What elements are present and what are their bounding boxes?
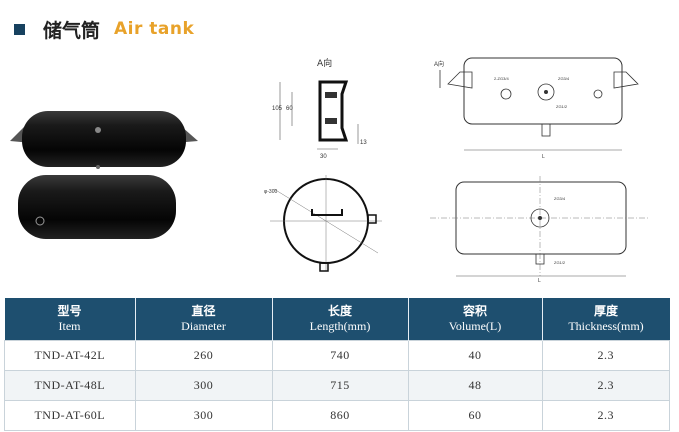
a-view-drawing: A向 105 60 30 13 <box>272 57 367 160</box>
side-view-drawing: A向 2-ZG3/4 ZG3/4 ZG1/2 L <box>434 57 639 160</box>
cell-volume: 48 <box>407 370 543 401</box>
cell-diameter: 300 <box>134 370 273 401</box>
arrow-label: A向 <box>434 60 444 68</box>
cell-thickness: 2.3 <box>541 370 670 401</box>
top-view-drawing: ZG3/4 ZG1/2 L <box>430 176 650 284</box>
a-view-label: A向 <box>317 57 332 69</box>
cell-length: 740 <box>271 340 409 371</box>
cell-thickness: 2.3 <box>541 340 670 371</box>
dim-30: 30 <box>320 154 327 160</box>
top-label-zg34: ZG3/4 <box>554 196 566 201</box>
top-label-length: L <box>538 278 541 284</box>
side-label-zg12: ZG1/2 <box>556 104 568 109</box>
dim-105: 105 <box>272 106 283 112</box>
cell-volume: 40 <box>407 340 543 371</box>
cell-volume: 60 <box>407 400 543 431</box>
cell-item: TND-AT-42L <box>4 340 136 371</box>
top-label-zg12: ZG1/2 <box>554 260 566 265</box>
dim-60: 60 <box>286 106 293 112</box>
cell-length: 860 <box>271 400 409 431</box>
title-chinese: 储气筒 <box>43 19 101 42</box>
cell-item: TND-AT-48L <box>4 370 136 401</box>
cell-diameter: 300 <box>134 400 273 431</box>
tank-with-brackets-image <box>10 111 198 169</box>
side-label-zg34: ZG3/4 <box>558 76 570 81</box>
side-label-length: L <box>542 154 545 160</box>
end-view-drawing: φ-300 <box>264 175 382 272</box>
side-label-2zg34: 2-ZG3/4 <box>494 76 509 81</box>
product-photo <box>10 111 198 239</box>
table-row: TND-AT-48L 300 715 48 2.3 <box>4 370 670 401</box>
circle-dim-label: φ-300 <box>264 189 277 195</box>
table-row: TND-AT-42L 260 740 40 2.3 <box>4 340 670 371</box>
cell-diameter: 260 <box>134 340 273 371</box>
dim-13: 13 <box>360 140 367 146</box>
cell-item: TND-AT-60L <box>4 400 136 431</box>
title-bar: 储气筒 Air tank <box>14 14 194 44</box>
tank-plain-image <box>18 175 176 239</box>
cell-thickness: 2.3 <box>541 400 670 431</box>
table-row: TND-AT-60L 300 860 60 2.3 <box>4 400 670 431</box>
title-square-icon <box>14 23 25 35</box>
cell-length: 715 <box>271 370 409 401</box>
title-english: Air tank <box>114 19 195 39</box>
